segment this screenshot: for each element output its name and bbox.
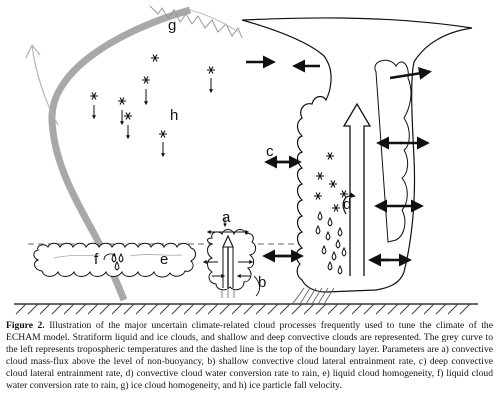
- stratiform-liquid-cloud: [33, 242, 196, 278]
- caption-label: Figure 2.: [6, 320, 45, 331]
- label-d: d: [343, 196, 351, 213]
- label-e: e: [160, 251, 168, 268]
- figure-caption: Figure 2. Illustration of the major unce…: [6, 320, 493, 393]
- cloud-rain-drops-f: [103, 252, 124, 271]
- shallow-convective-cloud: [202, 218, 261, 298]
- label-h: h: [170, 107, 178, 124]
- ground-surface: [14, 303, 478, 315]
- ice-particles: [89, 53, 216, 139]
- ice-cloud: [149, 5, 243, 39]
- caption-text: Illustration of the major uncertain clim…: [6, 320, 493, 392]
- label-g: g: [168, 17, 176, 34]
- deep-convective-cloud: [241, 17, 473, 305]
- cloud-process-illustration: a b c d e f g h: [14, 5, 478, 315]
- label-c: c: [266, 143, 274, 160]
- entrainment-arrows: [246, 55, 432, 267]
- ice-fall-arrows: [92, 78, 213, 158]
- label-a: a: [222, 209, 231, 226]
- label-b: b: [258, 274, 266, 291]
- label-f: f: [94, 251, 99, 268]
